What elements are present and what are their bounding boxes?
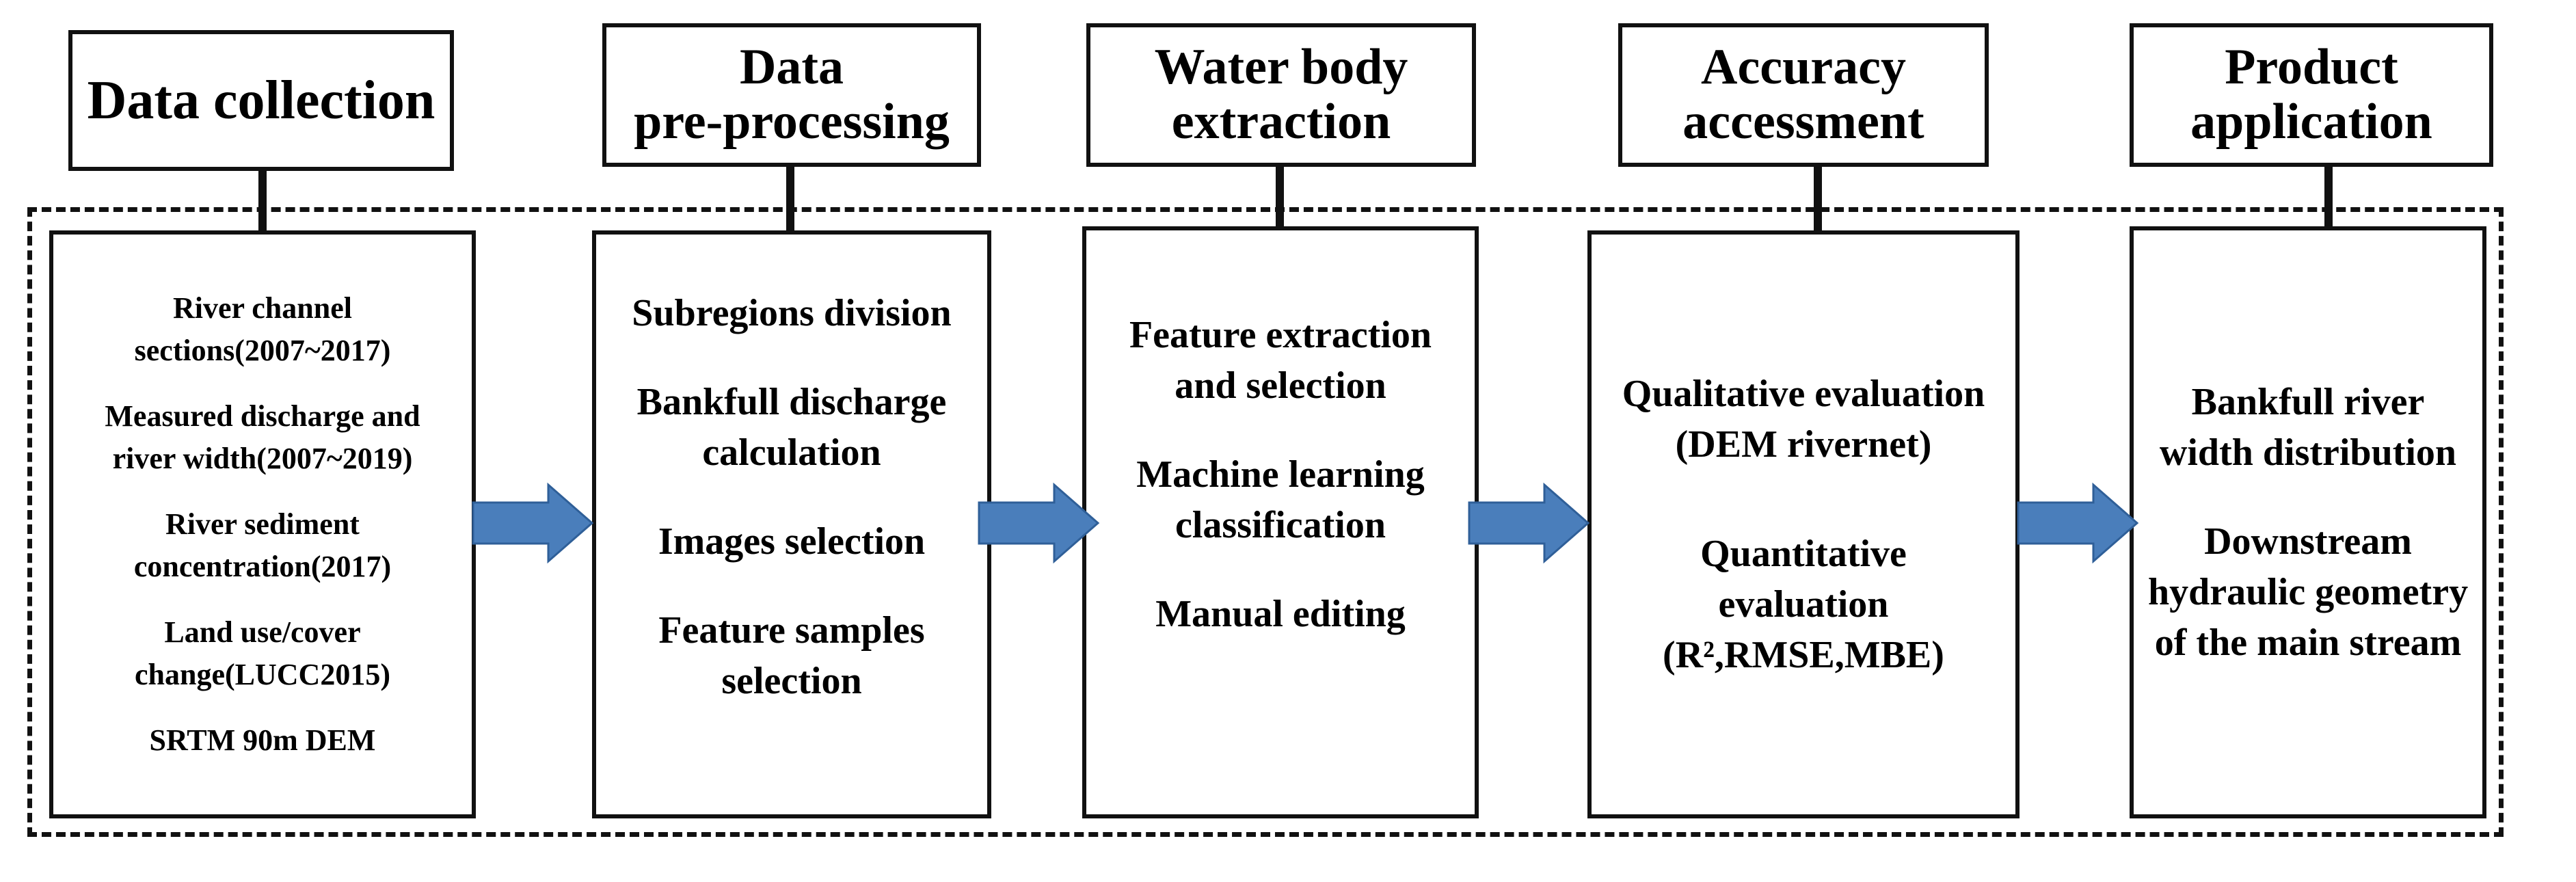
stage-5-header: Product application: [2130, 23, 2493, 167]
stage-5-item: Downstream hydraulic geometry of the mai…: [2147, 520, 2469, 664]
stage-1-item: Measured discharge and river width(2007~…: [105, 399, 420, 475]
right-arrow-icon: [2017, 482, 2139, 564]
stage-4-item: Quantitative evaluation (R²,RMSE,MBE): [1663, 533, 1944, 676]
process-dashed-frame: [27, 207, 2504, 837]
stage-1-content-box: River channel sections(2007~2017) Measur…: [49, 230, 476, 818]
stage-1-header: Data collection: [68, 30, 454, 171]
right-arrow-icon: [978, 482, 1100, 564]
stage-4-connector: [1814, 167, 1822, 230]
stage-4-header: Accuracy accessment: [1618, 23, 1989, 167]
stage-5-content-box: Bankfull river width distribution Downst…: [2130, 226, 2486, 818]
stage-3-header: Water body extraction: [1086, 23, 1476, 167]
stage-3-content-box: Feature extraction and selection Machine…: [1082, 226, 1479, 818]
stage-4-item: Qualitative evaluation (DEM rivernet): [1622, 373, 1985, 466]
stage-1-item: River sediment concentration(2017): [133, 507, 392, 583]
stage-3-connector: [1276, 167, 1284, 226]
stage-1-connector: [258, 171, 267, 230]
right-arrow-icon: [472, 482, 594, 564]
stage-2-item: Subregions division: [632, 292, 952, 334]
stage-5-item: Bankfull river width distribution: [2159, 381, 2457, 474]
stage-1-item: SRTM 90m DEM: [149, 723, 376, 757]
stage-1-title: Data collection: [87, 70, 435, 131]
stage-3-item: Manual editing: [1155, 593, 1406, 635]
stage-2-content-box: Subregions division Bankfull discharge c…: [592, 230, 991, 818]
stage-4-content-box: Qualitative evaluation (DEM rivernet) Qu…: [1587, 230, 2020, 818]
stage-2-title: Data pre-processing: [634, 39, 950, 150]
stage-3-item: Feature extraction and selection: [1129, 314, 1432, 407]
stage-2-item: Bankfull discharge calculation: [636, 381, 947, 474]
right-arrow-icon: [1468, 482, 1590, 564]
stage-2-connector: [786, 167, 794, 230]
stage-1-item: River channel sections(2007~2017): [134, 291, 391, 367]
stage-2-header: Data pre-processing: [602, 23, 981, 167]
stage-1-item: Land use/cover change(LUCC2015): [135, 615, 390, 691]
stage-5-connector: [2324, 167, 2333, 226]
stage-5-title: Product application: [2190, 39, 2432, 150]
stage-3-title: Water body extraction: [1154, 39, 1408, 150]
stage-2-item: Feature samples selection: [658, 609, 925, 702]
stage-4-title: Accuracy accessment: [1682, 39, 1924, 150]
stage-2-item: Images selection: [658, 520, 926, 563]
stage-3-item: Machine learning classification: [1136, 453, 1425, 546]
